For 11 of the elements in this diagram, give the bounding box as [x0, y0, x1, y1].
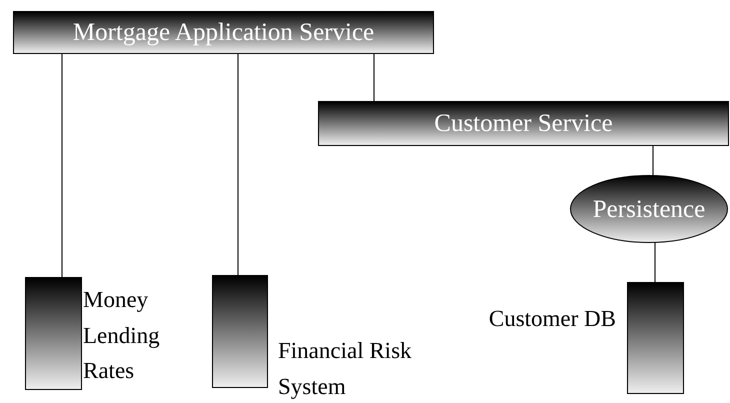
system-block [627, 282, 684, 394]
system-label: Financial Risk System [278, 337, 413, 401]
system-block [25, 277, 82, 390]
service-ellipse: Persistence [570, 175, 728, 243]
connector-line [654, 242, 656, 282]
service-bar: Mortgage Application Service [13, 11, 434, 54]
system-block [212, 275, 268, 388]
connector-line [652, 146, 654, 178]
service-bar: Customer Service [318, 101, 729, 146]
system-label: Money Lending Rates [83, 286, 161, 386]
system-label: Customer DB [488, 305, 616, 333]
